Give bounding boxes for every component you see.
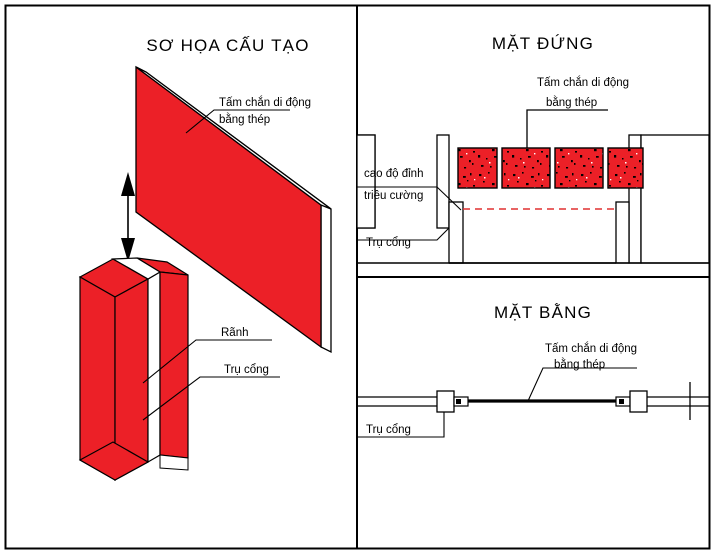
plan-panel-label-line2: bằng thép — [554, 358, 605, 371]
iso-panel-label-line1: Tấm chắn di động — [219, 96, 311, 109]
iso-panel-label-line2: bằng thép — [219, 113, 270, 126]
elevation-left-wall-body — [356, 134, 376, 229]
plan-right-connector-pin — [619, 399, 624, 404]
barrier-segment — [501, 147, 551, 189]
elevation-title: MẶT ĐỨNG — [492, 34, 594, 53]
elev-post-label: Trụ cổng — [366, 237, 411, 249]
groove-label-leader — [142, 339, 272, 384]
iso-post-label: Trụ cổng — [224, 364, 269, 376]
elevation-left-post — [436, 134, 450, 229]
barrier-segment — [554, 147, 604, 189]
plan-view: Tấm chắn di động bằng thép Trụ cổng — [356, 342, 709, 438]
plan-panel-label-line1: Tấm chắn di động — [545, 342, 637, 355]
elevation-view: Tấm chắn di động bằng thép cao độ đỉnh t… — [356, 76, 710, 264]
groove-slot — [147, 270, 161, 464]
plan-panel-leader — [527, 367, 637, 402]
isometric-view: Tấm chắn di động bằng thép Rãnh Trụ cổng — [78, 65, 332, 482]
tide-level-label-line1: cao độ đỉnh — [364, 168, 423, 180]
plan-title: MẶT BẰNG — [494, 303, 592, 322]
isometric-title: SƠ HỌA CẤU TẠO — [146, 36, 309, 55]
elevation-panel-leader — [526, 109, 608, 127]
plan-post-label: Trụ cổng — [366, 424, 411, 436]
plan-right-post-box — [629, 390, 648, 413]
post-right-front-face — [159, 271, 189, 459]
plan-post-leader — [357, 412, 445, 438]
barrier-segment — [607, 147, 644, 189]
plan-left-connector-pin — [456, 399, 461, 404]
elevation-right-post-base — [615, 201, 630, 264]
elev-panel-label-line1: Tấm chắn di động — [537, 76, 629, 89]
arrow-down-icon — [121, 238, 135, 262]
sheet-border — [4, 4, 711, 550]
post-right-bottom-face — [159, 454, 189, 471]
panel-label-leader — [185, 109, 290, 134]
elev-panel-label-line2: bằng thép — [546, 96, 597, 109]
arrow-up-icon — [121, 172, 135, 196]
tide-level-label-line2: triều cường — [364, 190, 423, 202]
post-notch-face — [110, 257, 162, 280]
elevation-post-leader — [357, 227, 450, 241]
elevation-barrier-panels — [457, 147, 644, 189]
elevation-right-wall — [640, 134, 710, 264]
tide-level-leader — [357, 186, 462, 211]
iso-groove-label: Rãnh — [221, 327, 249, 339]
elevation-left-post-base — [448, 201, 464, 264]
barrier-segment — [457, 147, 498, 189]
plan-left-post-box — [436, 390, 455, 413]
post-label-leader — [142, 376, 280, 421]
panel-top-bevel — [135, 66, 332, 210]
